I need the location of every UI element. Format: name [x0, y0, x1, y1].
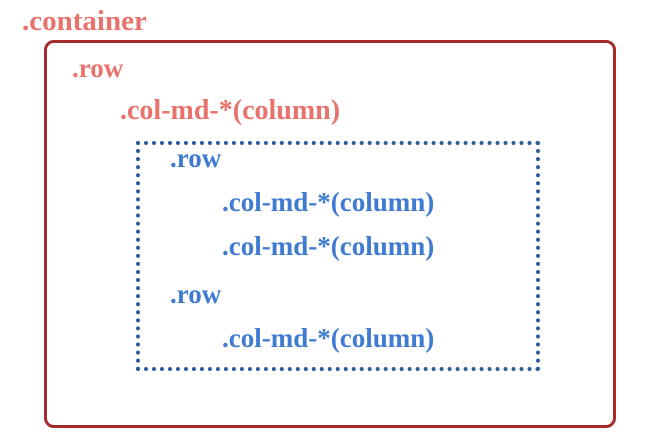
container-box: [44, 40, 616, 428]
nested-row-label: .row: [170, 143, 222, 173]
container-label: .container: [22, 5, 147, 37]
nested-column-label: .col-md-*(column): [222, 323, 435, 353]
outer-column-label: .col-md-*(column): [120, 95, 341, 126]
nested-row-label: .row: [170, 279, 222, 309]
nested-column-label: .col-md-*(column): [222, 187, 435, 217]
outer-row-label: .row: [72, 53, 124, 83]
nested-column-label: .col-md-*(column): [222, 231, 435, 261]
nested-row-box: [136, 141, 540, 371]
